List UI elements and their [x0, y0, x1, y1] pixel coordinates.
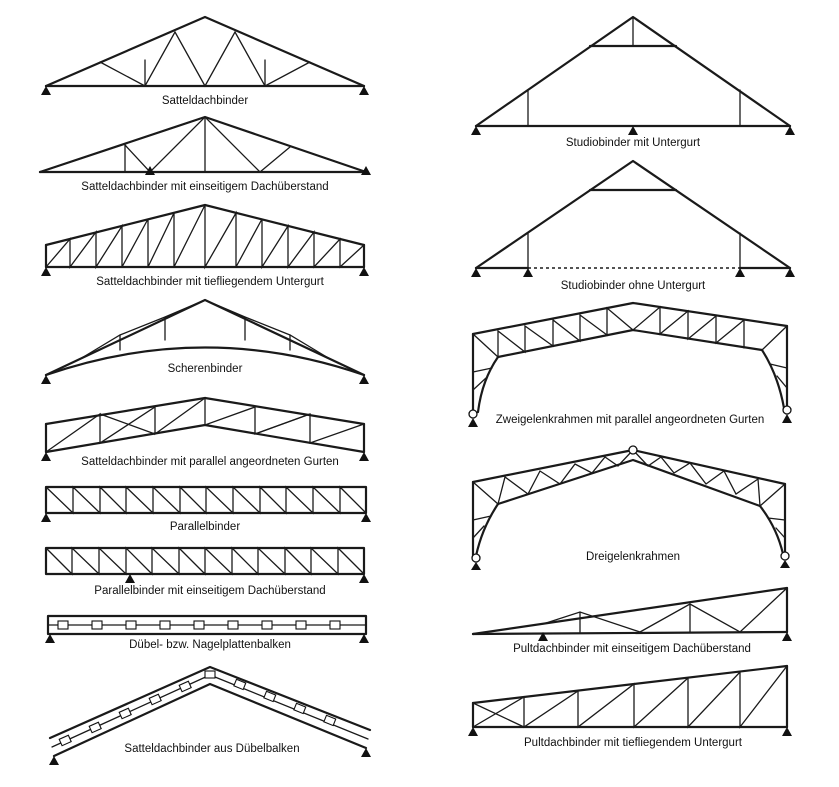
satteldachbinder-diagram: Satteldachbinder	[41, 15, 369, 107]
satteldachbinder-parallel-diagram: Satteldachbinder mit parallel angeordnet…	[41, 396, 369, 468]
pultdachbinder-ueberstand-diagram: Pultdachbinder mit einseitigem Dachübers…	[471, 586, 792, 655]
scherenbinder-diagram: Scherenbinder	[41, 298, 369, 384]
label-pultdachbinder-untergurt: Pultdachbinder mit tiefliegendem Untergu…	[524, 737, 743, 749]
label-satteldachbinder: Satteldachbinder	[162, 95, 248, 107]
label-zweigelenkrahmen: Zweigelenkrahmen mit parallel angeordnet…	[496, 414, 765, 426]
label-satteldachbinder-untergurt: Satteldachbinder mit tiefliegendem Unter…	[96, 276, 324, 288]
parallelbinder-diagram: Parallelbinder	[41, 485, 371, 533]
satteldachbinder-duebel-diagram: Satteldachbinder aus Dübelbalken	[48, 665, 372, 765]
label-satteldachbinder-ueberstand: Satteldachbinder mit einseitigem Dachübe…	[81, 181, 328, 193]
dreigelenkrahmen-diagram: Dreigelenkrahmen	[471, 445, 790, 570]
label-dreigelenkrahmen: Dreigelenkrahmen	[586, 551, 680, 563]
satteldachbinder-untergurt-diagram: Satteldachbinder mit tiefliegendem Unter…	[41, 203, 369, 288]
label-parallelbinder: Parallelbinder	[170, 521, 240, 533]
label-pultdachbinder-ueberstand: Pultdachbinder mit einseitigem Dachübers…	[513, 643, 751, 655]
label-scherenbinder: Scherenbinder	[168, 363, 243, 375]
label-studiobinder-ohne: Studiobinder ohne Untergurt	[561, 280, 706, 292]
satteldachbinder-ueberstand-diagram: Satteldachbinder mit einseitigem Dachübe…	[38, 115, 371, 193]
label-studiobinder-untergurt: Studiobinder mit Untergurt	[566, 137, 701, 149]
studiobinder-ohne-diagram: Studiobinder ohne Untergurt	[471, 159, 795, 292]
label-satteldachbinder-duebel: Satteldachbinder aus Dübelbalken	[124, 743, 299, 755]
pultdachbinder-untergurt-diagram: Pultdachbinder mit tiefliegendem Untergu…	[468, 664, 792, 749]
zweigelenkrahmen-diagram: Zweigelenkrahmen mit parallel angeordnet…	[468, 301, 792, 427]
studiobinder-untergurt-diagram: Studiobinder mit Untergurt	[471, 15, 795, 149]
duebelbalken-diagram: Dübel- bzw. Nagelplattenbalken	[45, 614, 369, 651]
label-duebelbalken: Dübel- bzw. Nagelplattenbalken	[129, 639, 291, 651]
parallelbinder-ueberstand-diagram: Parallelbinder mit einseitigem Dachübers…	[44, 546, 369, 597]
label-satteldachbinder-parallel: Satteldachbinder mit parallel angeordnet…	[81, 456, 339, 468]
label-parallelbinder-ueberstand: Parallelbinder mit einseitigem Dachübers…	[94, 585, 325, 597]
